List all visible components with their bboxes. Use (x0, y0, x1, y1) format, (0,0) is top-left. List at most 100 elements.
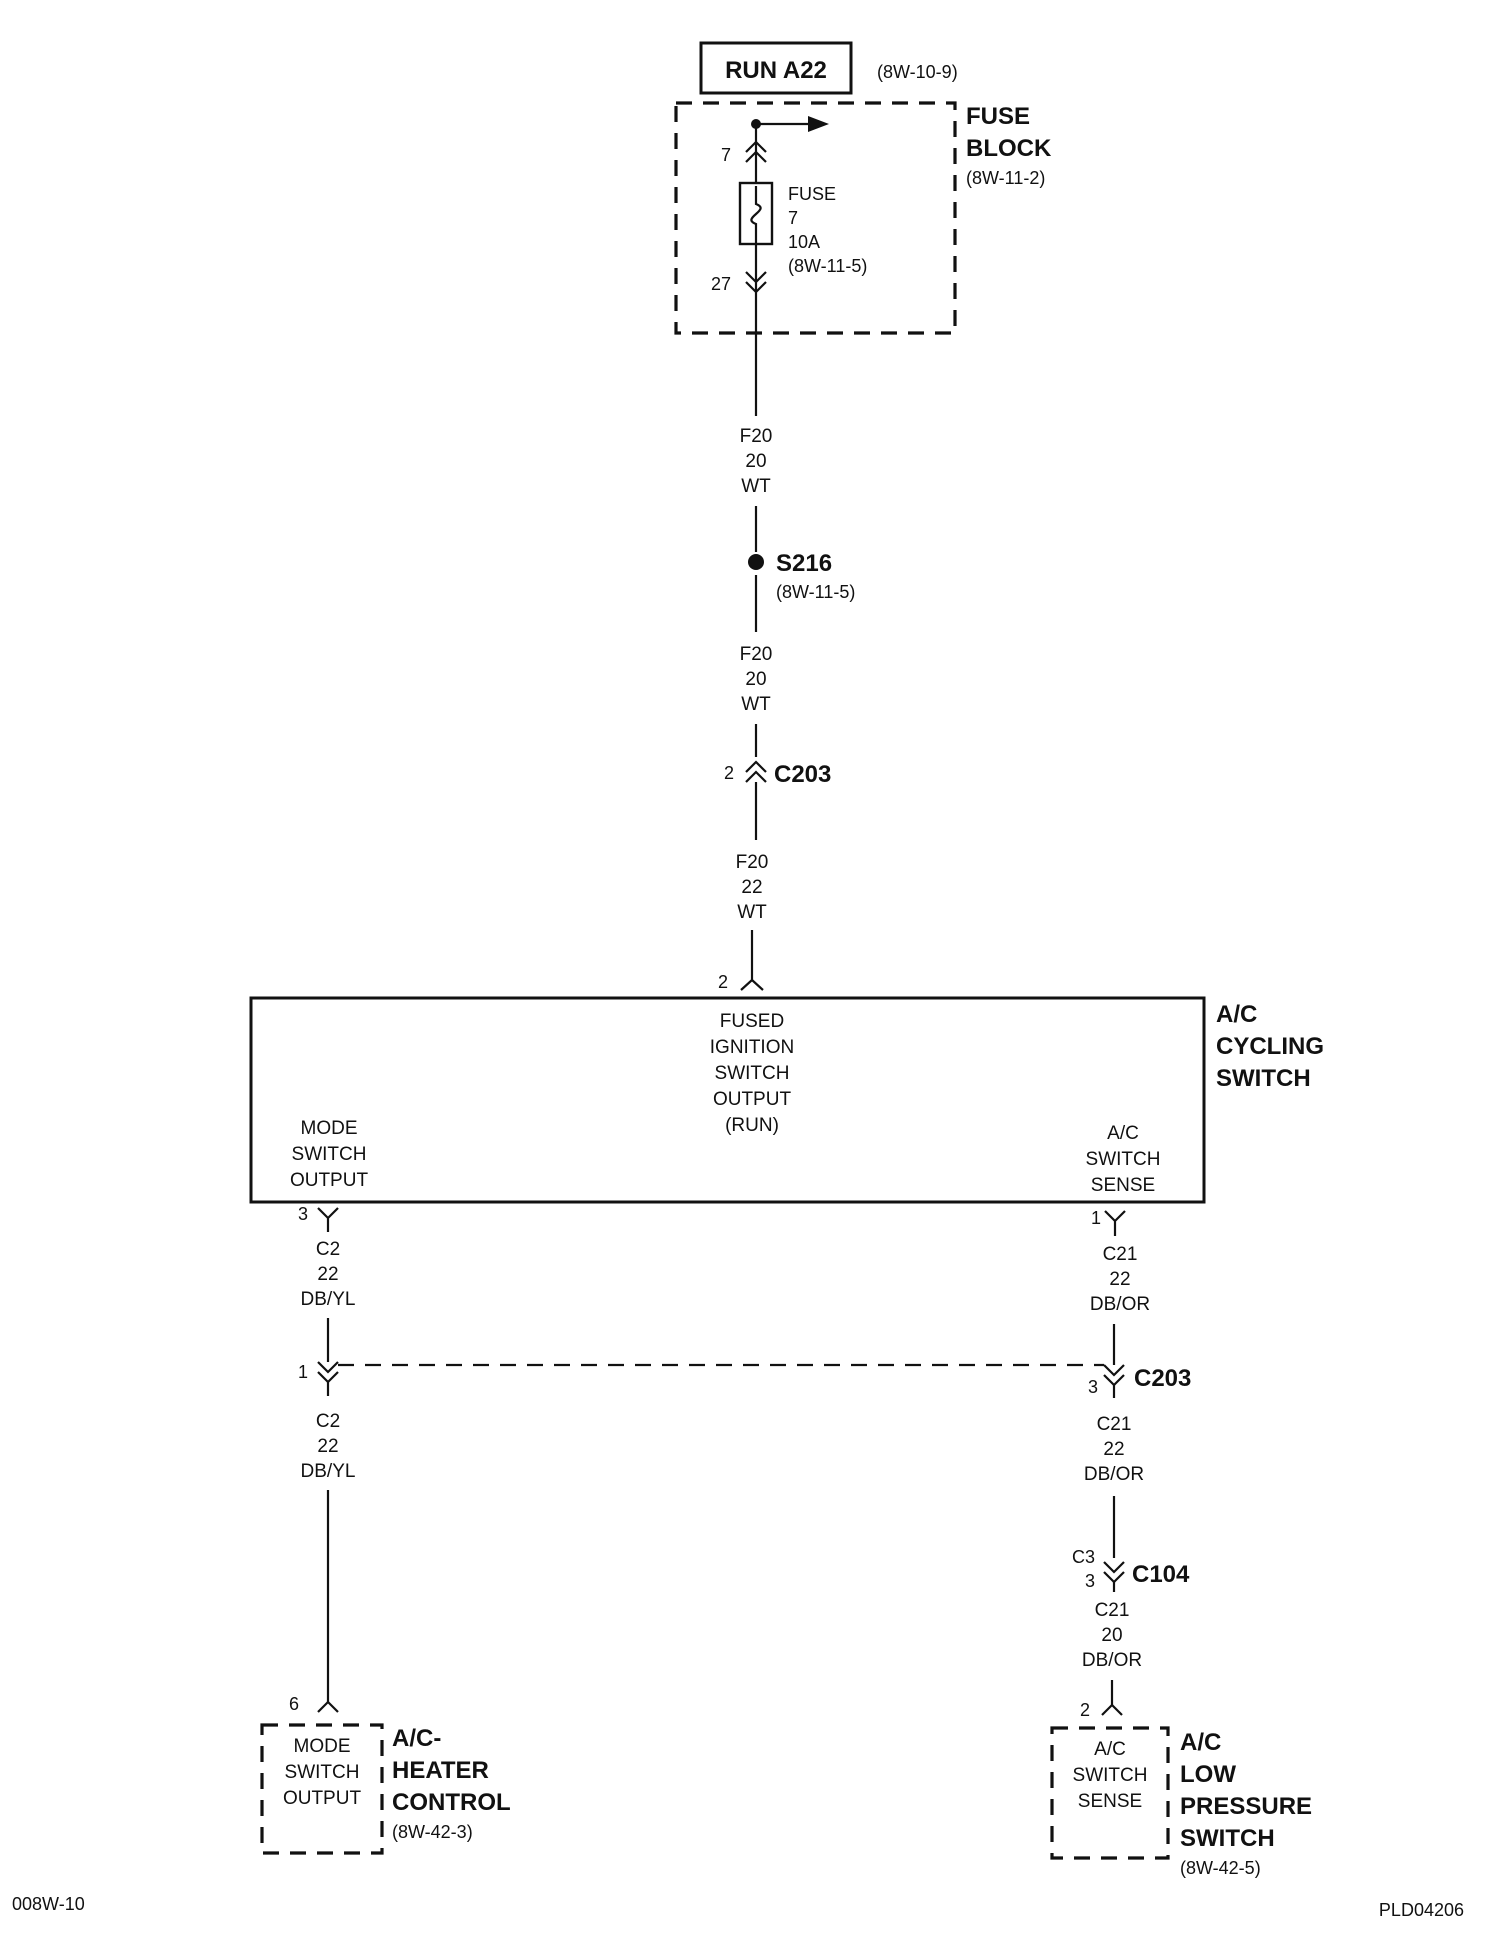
heater-control-desc-2: SWITCH (285, 1762, 360, 1783)
connector-c104-pin: 3 (1085, 1571, 1095, 1591)
wire-f20-a-circuit: F20 (740, 426, 773, 447)
wire-c2-a-circuit: C2 (316, 1239, 340, 1260)
footer-left-code: 008W-10 (12, 1894, 85, 1914)
connector-c203-bottom-pin-left: 1 (298, 1362, 308, 1382)
wire-c21-c-circuit: C21 (1095, 1600, 1130, 1621)
fuse-block-title-line2: BLOCK (966, 135, 1052, 162)
pressure-switch-outline (1050, 1726, 1170, 1860)
connector-c104-icon (1103, 1561, 1125, 1584)
fuse-cavity-in-connector (745, 140, 767, 163)
wire-c2-a-color: DB/YL (301, 1289, 356, 1310)
fuse-body (738, 181, 774, 246)
fuse-label-line3: 10A (788, 232, 820, 252)
fuse-label-line1: FUSE (788, 184, 836, 204)
pressure-switch-desc-1: A/C (1094, 1739, 1126, 1760)
heater-control-pin-connector (317, 1700, 339, 1713)
switch-pin-top-desc-1: FUSED (720, 1011, 784, 1032)
fuse-cavity-in: 7 (721, 145, 731, 165)
switch-pin-right-connector (1104, 1210, 1126, 1236)
splice-id: S216 (776, 550, 832, 577)
cycling-switch-box (249, 996, 1206, 1204)
heater-control-title-line2: HEATER (392, 1757, 489, 1784)
switch-pin-left: 3 (298, 1204, 308, 1224)
connector-c203-top-pin: 2 (724, 763, 734, 783)
pressure-switch-title-line3: PRESSURE (1180, 1793, 1312, 1820)
switch-pin-top-desc-4: OUTPUT (713, 1089, 792, 1110)
connector-c203-bottom-id: C203 (1134, 1365, 1191, 1392)
connector-c104-cavity: C3 (1072, 1547, 1095, 1567)
wire-f20-a-color: WT (741, 476, 771, 497)
power-source-box (699, 41, 853, 95)
wire-c21-b-color: DB/OR (1084, 1464, 1144, 1485)
power-source-ref: (8W-10-9) (877, 62, 958, 82)
fuse-label-line2: 7 (788, 208, 798, 228)
wire-c2-a-gauge: 22 (317, 1264, 338, 1285)
wire-f20-a-gauge: 20 (745, 451, 766, 472)
fuse-cavity-out: 27 (711, 274, 731, 294)
pressure-switch-pin-connector (1101, 1703, 1123, 1716)
wire-f20-c-color: WT (737, 902, 767, 923)
pressure-switch-ref: (8W-42-5) (1180, 1858, 1261, 1878)
wire-c21-b-gauge: 22 (1103, 1439, 1124, 1460)
connector-c203-top-id: C203 (774, 761, 831, 788)
wire-c21-c-color: DB/OR (1082, 1650, 1142, 1671)
bus-arrow-icon (808, 116, 829, 132)
heater-control-ref: (8W-42-3) (392, 1822, 473, 1842)
pressure-switch-pin: 2 (1080, 1700, 1090, 1720)
pressure-switch-title-line4: SWITCH (1180, 1825, 1275, 1852)
switch-pin-left-connector (317, 1207, 339, 1232)
pressure-switch-desc-2: SWITCH (1073, 1765, 1148, 1786)
wire-f20-c-gauge: 22 (741, 877, 762, 898)
splice-dot (748, 554, 764, 570)
connector-c203-bottom-right-icon (1103, 1364, 1125, 1387)
heater-control-outline (260, 1723, 384, 1855)
switch-pin-top-desc-2: IGNITION (710, 1037, 794, 1058)
footer-right-code: PLD04206 (1379, 1900, 1464, 1920)
switch-pin-left-desc-2: SWITCH (292, 1144, 367, 1165)
connector-c203-top-icon (745, 760, 767, 783)
cycling-switch-title-line2: CYCLING (1216, 1033, 1324, 1060)
connector-c203-bottom-pin-right: 3 (1088, 1377, 1098, 1397)
wire-f20-b-gauge: 20 (745, 669, 766, 690)
fuse-block-title-line1: FUSE (966, 103, 1030, 130)
connector-c203-bottom-left-icon (317, 1361, 339, 1384)
switch-pin-top-desc-5: (RUN) (725, 1115, 779, 1136)
fuse-label-line4: (8W-11-5) (788, 256, 867, 276)
switch-pin-right-desc-1: A/C (1107, 1123, 1139, 1144)
power-source-label: RUN A22 (725, 57, 827, 84)
wire-c21-c-gauge: 20 (1101, 1625, 1122, 1646)
wire-c2-b-color: DB/YL (301, 1461, 356, 1482)
wire-f20-b-circuit: F20 (740, 644, 773, 665)
pressure-switch-title-line1: A/C (1180, 1729, 1221, 1756)
wire-c21-b-circuit: C21 (1097, 1414, 1132, 1435)
switch-pin-right: 1 (1091, 1208, 1101, 1228)
heater-control-title-line1: A/C- (392, 1725, 441, 1752)
fuse-element-icon (750, 186, 762, 242)
fuse-block-ref: (8W-11-2) (966, 168, 1045, 188)
pressure-switch-title-line2: LOW (1180, 1761, 1236, 1788)
wire-c21-a-gauge: 22 (1109, 1269, 1130, 1290)
wire-f20-b-color: WT (741, 694, 771, 715)
cycling-switch-title-line1: A/C (1216, 1001, 1257, 1028)
heater-control-pin: 6 (289, 1694, 299, 1714)
switch-pin-left-desc-3: OUTPUT (290, 1170, 369, 1191)
switch-pin-right-desc-2: SWITCH (1086, 1149, 1161, 1170)
heater-control-desc-3: OUTPUT (283, 1788, 362, 1809)
switch-pin-left-desc-1: MODE (301, 1118, 358, 1139)
splice-ref: (8W-11-5) (776, 582, 855, 602)
fuse-block-outline (674, 101, 957, 335)
switch-pin-top-connector (740, 978, 764, 991)
pressure-switch-desc-3: SENSE (1078, 1791, 1142, 1812)
wire-c2-b-circuit: C2 (316, 1411, 340, 1432)
heater-control-desc-1: MODE (294, 1736, 351, 1757)
switch-pin-top: 2 (718, 972, 728, 992)
cycling-switch-title-line3: SWITCH (1216, 1065, 1311, 1092)
heater-control-title-line3: CONTROL (392, 1789, 511, 1816)
switch-pin-right-desc-3: SENSE (1091, 1175, 1155, 1196)
wire-f20-c-circuit: F20 (736, 852, 769, 873)
wire-c21-a-color: DB/OR (1090, 1294, 1150, 1315)
wire-c2-b-gauge: 22 (317, 1436, 338, 1457)
wire-c21-a-circuit: C21 (1103, 1244, 1138, 1265)
switch-pin-top-desc-3: SWITCH (715, 1063, 790, 1084)
